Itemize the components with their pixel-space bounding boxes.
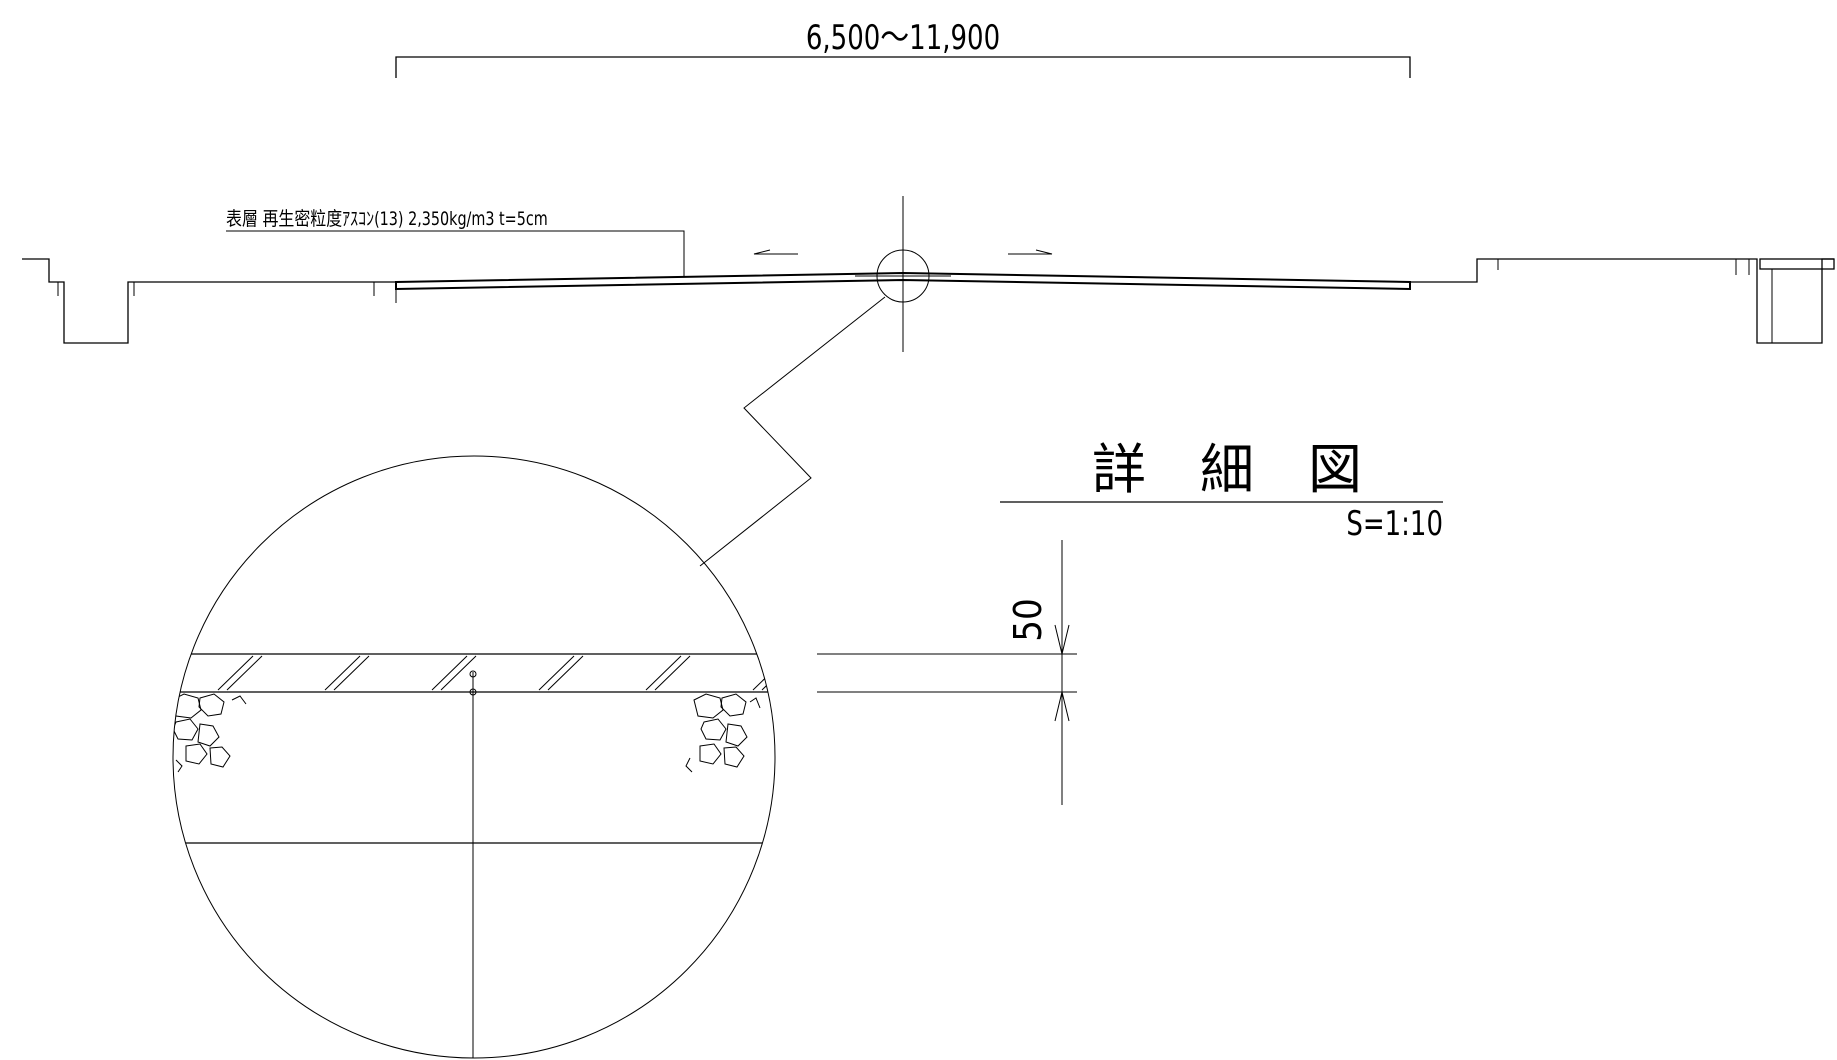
detail-scale: S=1:10: [1346, 505, 1443, 544]
enlarged-detail: [172, 455, 776, 1059]
surface-layer-note-text: 表層 再生密粒度ｱｽｺﾝ(13) 2,350kg/m3 t=5cm: [226, 209, 548, 231]
thickness-value: 50: [1006, 598, 1050, 642]
overall-width-dimension: 6,500～11,900: [395, 19, 1411, 78]
crushed-stone-right: [685, 693, 761, 773]
detail-reference-marker: [699, 196, 951, 567]
crushed-stone-left: [173, 693, 247, 773]
detail-title: 詳 細 図: [1092, 438, 1362, 501]
detail-title-block: 詳 細 図 S=1:10: [1000, 438, 1443, 544]
thickness-dimension: 50: [817, 540, 1077, 805]
surface-layer-note: 表層 再生密粒度ｱｽｺﾝ(13) 2,350kg/m3 t=5cm: [226, 209, 685, 277]
overall-width-text: 6,500～11,900: [806, 19, 1000, 58]
asphalt-hatch: [217, 655, 775, 691]
road-section: [22, 249, 1835, 344]
